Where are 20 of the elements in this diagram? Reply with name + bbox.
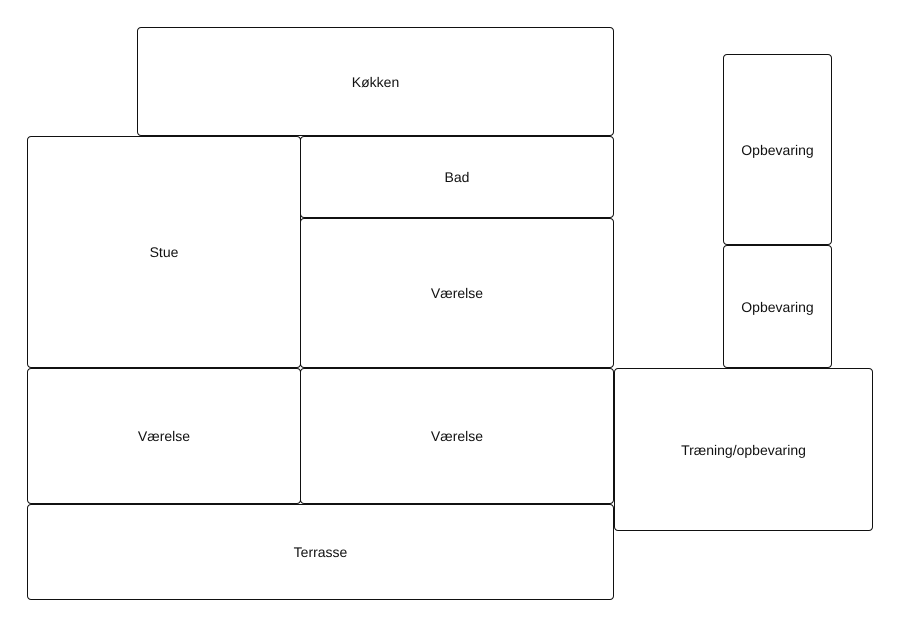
room-label: Værelse [430,285,484,301]
room-label: Træning/opbevaring [681,442,806,458]
room-box [27,504,614,600]
room-label: Opbevaring [741,298,814,314]
room-box [137,27,614,136]
room-label: Stue [150,244,178,260]
room-label: Køkken [352,74,400,90]
room-box [723,54,832,245]
room-box [300,218,614,368]
room-box [300,368,614,504]
room-box [27,136,301,368]
room-label: Værelse [138,428,190,444]
room-box [27,368,301,504]
room-box [614,368,873,531]
room-label: Bad [444,169,470,185]
room-label: Opbevaring [741,142,814,158]
room-box [300,136,614,218]
room-box [723,245,832,368]
room-label: Terrasse [294,544,348,560]
room-label: Værelse [430,428,484,444]
